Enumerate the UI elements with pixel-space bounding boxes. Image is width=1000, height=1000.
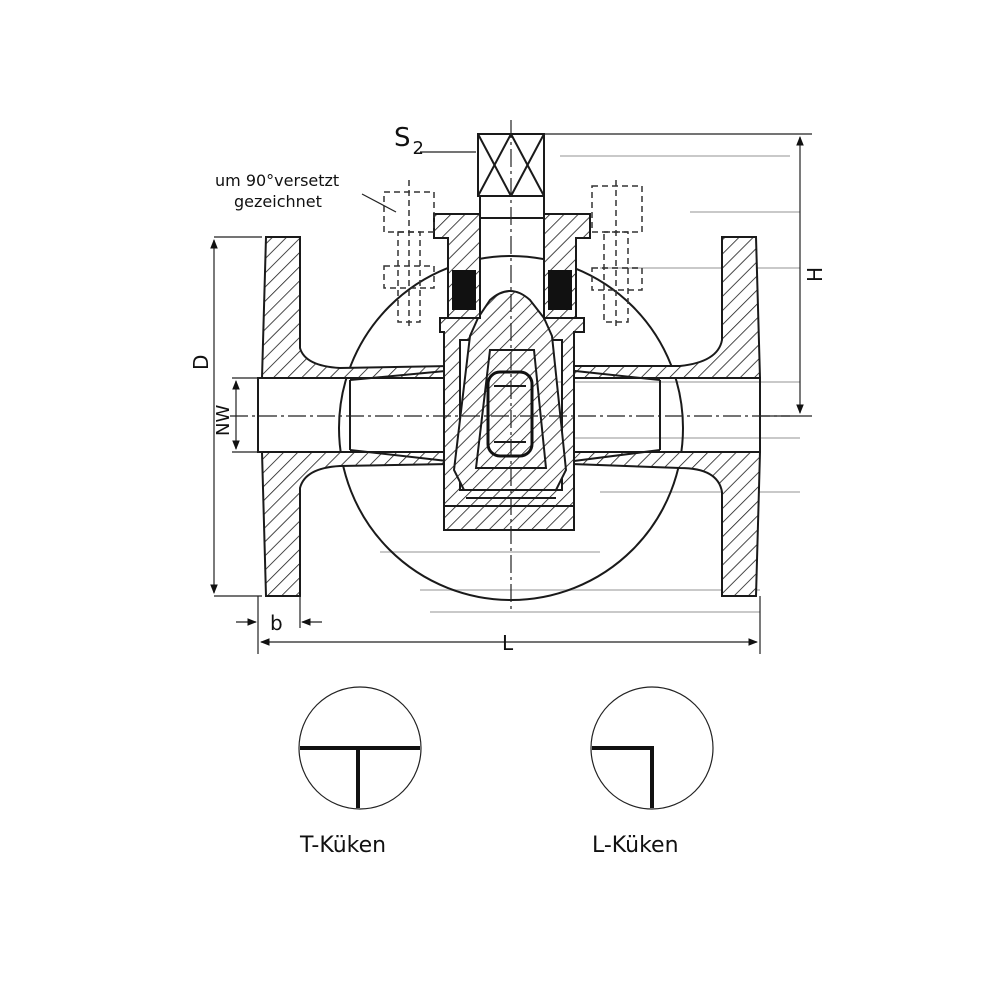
label-b: b (270, 611, 283, 635)
dimension-l (260, 596, 761, 654)
l-plug-symbol (590, 686, 714, 810)
packing-left (452, 270, 476, 310)
plug (452, 290, 568, 491)
label-nw: NW (213, 405, 234, 436)
dimension-nw (232, 377, 262, 453)
packing-right (548, 270, 572, 310)
dimension-b (236, 596, 322, 654)
right-flange (571, 236, 762, 597)
note-drawn: gezeichnet (234, 192, 322, 211)
gland-bolt-left (383, 180, 435, 330)
label-s2-subscript: 2 (413, 138, 424, 159)
label-d: D (189, 355, 213, 370)
left-flange (257, 236, 451, 597)
note-rotated-90: um 90°versetzt (215, 171, 339, 190)
stem (477, 133, 545, 219)
dimension-d (210, 236, 262, 597)
label-t-plug: T-Küken (299, 833, 386, 858)
gland-bolt-right (591, 180, 643, 330)
label-l: L (502, 631, 514, 655)
label-l-plug: L-Küken (592, 833, 679, 858)
note-leader (361, 193, 397, 213)
flow-passage (349, 369, 661, 463)
label-h: H (803, 267, 827, 282)
t-plug-symbol (298, 686, 422, 810)
gland (433, 213, 591, 319)
dimension-h (544, 133, 812, 417)
